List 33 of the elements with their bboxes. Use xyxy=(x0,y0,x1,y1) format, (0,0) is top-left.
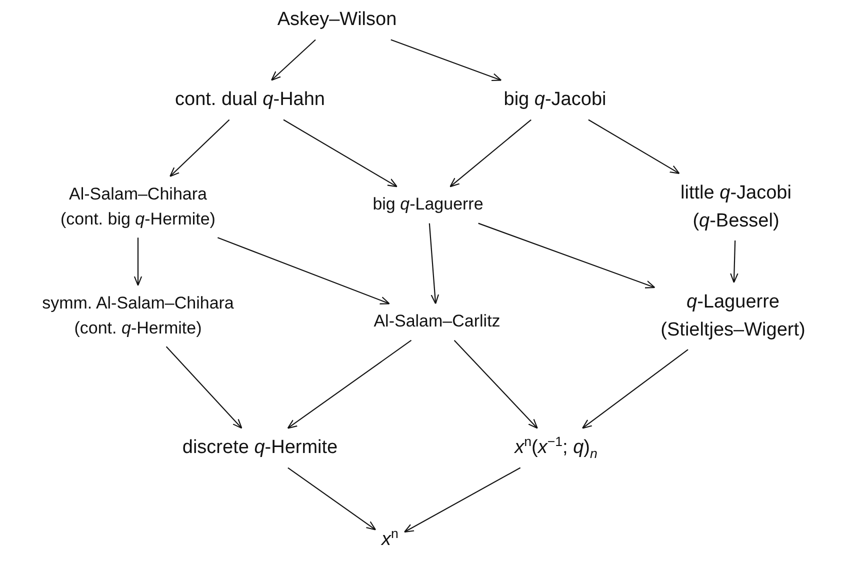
arrow xyxy=(428,223,440,304)
node-label: discrete q-Hermite xyxy=(182,436,338,460)
node-label: q-Laguerre xyxy=(686,290,780,314)
arrow xyxy=(390,39,502,82)
arrow xyxy=(166,346,242,429)
node-label: little q-Jacobi xyxy=(680,181,792,206)
arrow xyxy=(588,119,680,174)
node-label: x$^{n}$(x$^{−1}$; q)$_{n}$ xyxy=(514,434,598,462)
arrow xyxy=(478,222,656,288)
arrow xyxy=(134,238,142,286)
node-label: big q-Laguerre xyxy=(372,194,484,216)
node-label: (q-Bessel) xyxy=(692,209,780,233)
arrow xyxy=(288,467,376,530)
node-label: big q-Jacobi xyxy=(504,88,606,112)
arrow xyxy=(170,119,230,177)
arrow xyxy=(287,340,412,429)
arrow xyxy=(217,237,390,304)
arrow xyxy=(582,349,688,429)
arrow xyxy=(454,340,538,429)
node-label: (cont. q-Hermite) xyxy=(74,317,202,339)
node-label: Al-Salam–Chihara xyxy=(69,183,207,206)
arrow xyxy=(450,119,532,188)
arrow xyxy=(283,119,398,188)
arrow xyxy=(730,240,738,283)
arrow xyxy=(270,39,316,81)
node-label: (cont. big q-Hermite) xyxy=(60,208,216,230)
node-label: (Stieltjes–Wigert) xyxy=(660,318,806,342)
node-label: Askey–Wilson xyxy=(277,8,397,32)
arrow xyxy=(404,467,521,533)
node-label: x$^{n}$ xyxy=(382,526,398,552)
node-label: symm. Al-Salam–Chihara xyxy=(42,292,234,314)
node-label: cont. dual q-Hahn xyxy=(175,88,325,112)
node-label: Al-Salam–Carlitz xyxy=(374,310,500,333)
